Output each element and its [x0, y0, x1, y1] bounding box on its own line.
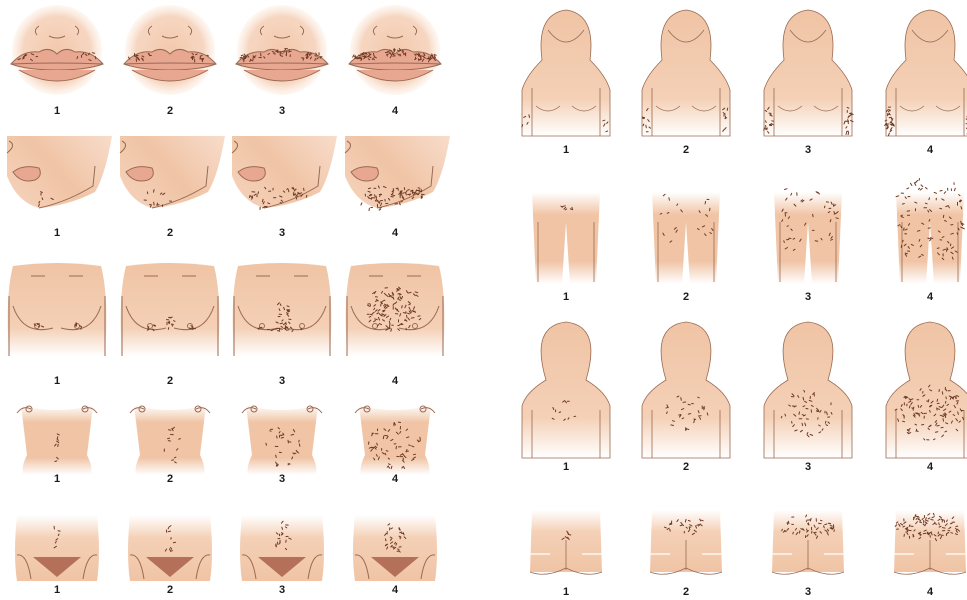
stage-label-upper-back-4: 4	[927, 461, 934, 473]
figure-lower-back-stage-3: 3	[772, 510, 844, 598]
figure-thighs-stage-1: 1	[532, 192, 600, 303]
figure-upper-lip-stage-4: 4	[349, 5, 441, 117]
figure-chin-stage-3: 3	[232, 136, 337, 239]
figure-upper-arms-stage-3: 3	[764, 10, 854, 156]
stage-label-chest-2: 2	[167, 375, 173, 387]
figure-lower-back-stage-4: 4	[894, 510, 966, 598]
figure-chin-stage-1: 1	[7, 136, 112, 239]
figure-upper-abdomen-stage-1: 1	[17, 405, 97, 485]
figure-lower-abdomen-stage-1: 1	[15, 515, 99, 596]
figure-upper-lip-stage-2: 2	[124, 5, 216, 117]
figure-thighs-stage-2: 2	[652, 192, 720, 303]
stage-label-upper-back-2: 2	[683, 461, 689, 473]
figure-upper-arms-stage-1: 1	[522, 10, 610, 156]
stage-label-upper-abdomen-2: 2	[167, 473, 173, 485]
figure-upper-back-stage-4: 4	[886, 322, 967, 473]
stage-label-lower-back-4: 4	[927, 586, 934, 598]
stage-label-thighs-4: 4	[927, 291, 934, 303]
stage-label-upper-lip-4: 4	[392, 105, 399, 117]
figure-lower-back-stage-1: 1	[530, 510, 602, 598]
stage-label-lower-back-2: 2	[683, 586, 689, 598]
figure-upper-back-stage-2: 2	[642, 322, 730, 473]
stage-label-upper-arms-3: 3	[805, 144, 811, 156]
figure-lower-abdomen-stage-2: 2	[128, 515, 212, 596]
figure-upper-arms-stage-4: 4	[885, 10, 967, 156]
stage-label-upper-lip-1: 1	[54, 105, 60, 117]
stage-label-thighs-3: 3	[805, 291, 811, 303]
stage-label-lower-back-3: 3	[805, 586, 811, 598]
stage-label-lower-abdomen-3: 3	[279, 584, 285, 596]
stage-label-chin-2: 2	[167, 227, 173, 239]
figure-chest-stage-1: 1	[8, 263, 107, 387]
figure-upper-abdomen-stage-3: 3	[242, 405, 322, 485]
figure-chest-stage-4: 4	[346, 263, 445, 387]
figure-thighs-stage-3: 3	[774, 189, 842, 303]
stage-label-upper-arms-2: 2	[683, 144, 689, 156]
figure-upper-back-stage-3: 3	[764, 322, 852, 473]
figure-upper-lip-stage-3: 3	[236, 5, 328, 117]
figure-chin-stage-2: 2	[120, 136, 225, 239]
stage-label-thighs-1: 1	[563, 291, 569, 303]
stage-label-chest-3: 3	[279, 375, 285, 387]
figure-chin-stage-4: 4	[345, 136, 450, 239]
stage-label-upper-back-3: 3	[805, 461, 811, 473]
stage-label-upper-abdomen-3: 3	[279, 473, 285, 485]
stage-label-upper-arms-1: 1	[563, 144, 569, 156]
figure-upper-lip-stage-1: 1	[11, 5, 103, 117]
stage-label-chest-4: 4	[392, 375, 399, 387]
stage-label-lower-back-1: 1	[563, 586, 569, 598]
figure-thighs-stage-4: 4	[896, 179, 964, 304]
figure-upper-abdomen-stage-2: 2	[130, 405, 210, 485]
stage-label-lower-abdomen-1: 1	[54, 584, 60, 596]
stage-label-upper-lip-3: 3	[279, 105, 285, 117]
stage-label-chin-1: 1	[54, 227, 60, 239]
figure-upper-arms-stage-2: 2	[642, 10, 730, 156]
stage-label-upper-back-1: 1	[563, 461, 569, 473]
figure-lower-back-stage-2: 2	[650, 510, 722, 598]
figure-chest-stage-2: 2	[121, 263, 220, 387]
figure-lower-abdomen-stage-4: 4	[353, 515, 437, 596]
stage-label-upper-arms-4: 4	[927, 144, 934, 156]
figure-upper-abdomen-stage-4: 4	[355, 405, 435, 485]
figure-upper-back-stage-1: 1	[522, 322, 610, 473]
figure-lower-abdomen-stage-3: 3	[240, 515, 324, 596]
stage-label-chin-3: 3	[279, 227, 285, 239]
stage-label-upper-abdomen-1: 1	[54, 473, 60, 485]
stage-label-upper-abdomen-4: 4	[392, 473, 399, 485]
stage-label-upper-lip-2: 2	[167, 105, 173, 117]
stage-label-chin-4: 4	[392, 227, 399, 239]
stage-label-lower-abdomen-4: 4	[392, 584, 399, 596]
stage-label-chest-1: 1	[54, 375, 60, 387]
stage-label-thighs-2: 2	[683, 291, 689, 303]
stage-label-lower-abdomen-2: 2	[167, 584, 173, 596]
figure-chest-stage-3: 3	[233, 263, 332, 387]
